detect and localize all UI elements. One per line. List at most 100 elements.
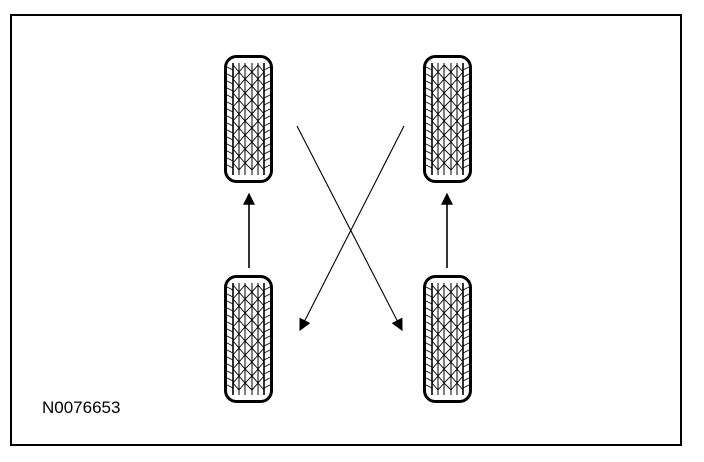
shoulder-tick <box>425 370 433 375</box>
shoulder-tick <box>462 80 470 85</box>
shoulder-tick <box>226 349 234 354</box>
shoulder-tick <box>226 122 234 127</box>
shoulder-tick <box>263 157 271 162</box>
shoulder-tick <box>425 122 433 127</box>
shoulder-tick <box>462 136 470 141</box>
shoulder-tick <box>263 314 271 319</box>
shoulder-tick <box>226 342 234 347</box>
shoulder-tick <box>462 342 470 347</box>
shoulder-tick <box>425 108 433 113</box>
shoulder-tick <box>226 335 234 340</box>
shoulder-tick <box>425 73 433 78</box>
tread-zigzag <box>456 64 464 171</box>
shoulder-tick <box>425 94 433 99</box>
tire-right-front <box>423 55 472 183</box>
shoulder-tick <box>462 115 470 120</box>
shoulder-tick <box>263 286 271 291</box>
shoulder-tick <box>263 87 271 92</box>
tread-zigzag <box>431 284 439 391</box>
shoulder-tick <box>462 150 470 155</box>
shoulder-tick <box>425 66 433 71</box>
shoulder-tick <box>226 115 234 120</box>
shoulder-tick <box>263 94 271 99</box>
shoulder-tick <box>462 157 470 162</box>
shoulder-tick <box>226 164 234 169</box>
shoulder-tick <box>226 129 234 134</box>
shoulder-tick <box>226 101 234 106</box>
tread-zigzag <box>232 64 240 171</box>
shoulder-tick <box>425 293 433 298</box>
shoulder-tick <box>226 384 234 389</box>
shoulder-tick <box>425 342 433 347</box>
shoulder-tick <box>425 335 433 340</box>
shoulder-tick <box>425 87 433 92</box>
tread-zigzag <box>443 284 452 391</box>
shoulder-tick <box>226 143 234 148</box>
shoulder-tick <box>462 307 470 312</box>
shoulder-tick <box>226 377 234 382</box>
figure-id-label: N0076653 <box>42 398 121 417</box>
shoulder-tick <box>462 349 470 354</box>
tread-zigzag <box>251 284 259 391</box>
shoulder-tick <box>226 370 234 375</box>
shoulder-tick <box>226 363 234 368</box>
shoulder-tick <box>462 321 470 326</box>
shoulder-tick <box>425 363 433 368</box>
shoulder-tick <box>226 87 234 92</box>
shoulder-tick <box>263 73 271 78</box>
shoulder-tick <box>462 377 470 382</box>
shoulder-tick <box>462 143 470 148</box>
shoulder-tick <box>263 356 271 361</box>
shoulder-tick <box>462 328 470 333</box>
shoulder-tick <box>462 122 470 127</box>
shoulder-tick <box>425 129 433 134</box>
tread-zigzag <box>238 284 246 391</box>
tread-zigzag <box>244 284 253 391</box>
shoulder-tick <box>263 143 271 148</box>
shoulder-tick <box>226 286 234 291</box>
shoulder-tick <box>425 101 433 106</box>
tread-zigzag <box>450 284 458 391</box>
shoulder-tick <box>263 321 271 326</box>
arrow-left-front-to-right-rear <box>296 125 403 332</box>
shoulder-tick <box>462 335 470 340</box>
shoulder-tick <box>263 293 271 298</box>
tread-zigzag <box>450 64 458 171</box>
shoulder-tick <box>462 384 470 389</box>
tread-zigzag <box>431 64 439 171</box>
shoulder-tick <box>425 286 433 291</box>
tread-zigzag <box>251 64 259 171</box>
tread-zigzag <box>238 64 246 171</box>
shoulder-tick <box>462 293 470 298</box>
diagram-frame <box>10 14 682 446</box>
shoulder-tick <box>263 150 271 155</box>
shoulder-tick <box>462 129 470 134</box>
shoulder-tick <box>226 150 234 155</box>
shoulder-tick <box>263 80 271 85</box>
shoulder-tick <box>263 377 271 382</box>
tread-zigzag <box>257 64 265 171</box>
shoulder-tick <box>425 314 433 319</box>
shoulder-tick <box>226 94 234 99</box>
shoulder-tick <box>425 136 433 141</box>
tire-left-front <box>224 55 273 183</box>
shoulder-tick <box>263 300 271 305</box>
shoulder-tick <box>263 307 271 312</box>
shoulder-tick <box>226 66 234 71</box>
shoulder-tick <box>263 164 271 169</box>
shoulder-tick <box>425 115 433 120</box>
shoulder-tick <box>425 321 433 326</box>
shoulder-tick <box>263 335 271 340</box>
arrow-right-front-to-left-rear <box>299 125 405 332</box>
shoulder-tick <box>462 363 470 368</box>
shoulder-tick <box>263 115 271 120</box>
shoulder-tick <box>263 342 271 347</box>
shoulder-tick <box>263 370 271 375</box>
shoulder-tick <box>226 321 234 326</box>
tread-zigzag <box>244 64 253 171</box>
shoulder-tick <box>226 356 234 361</box>
tread-zigzag <box>437 64 445 171</box>
shoulder-tick <box>226 136 234 141</box>
shoulder-tick <box>425 300 433 305</box>
